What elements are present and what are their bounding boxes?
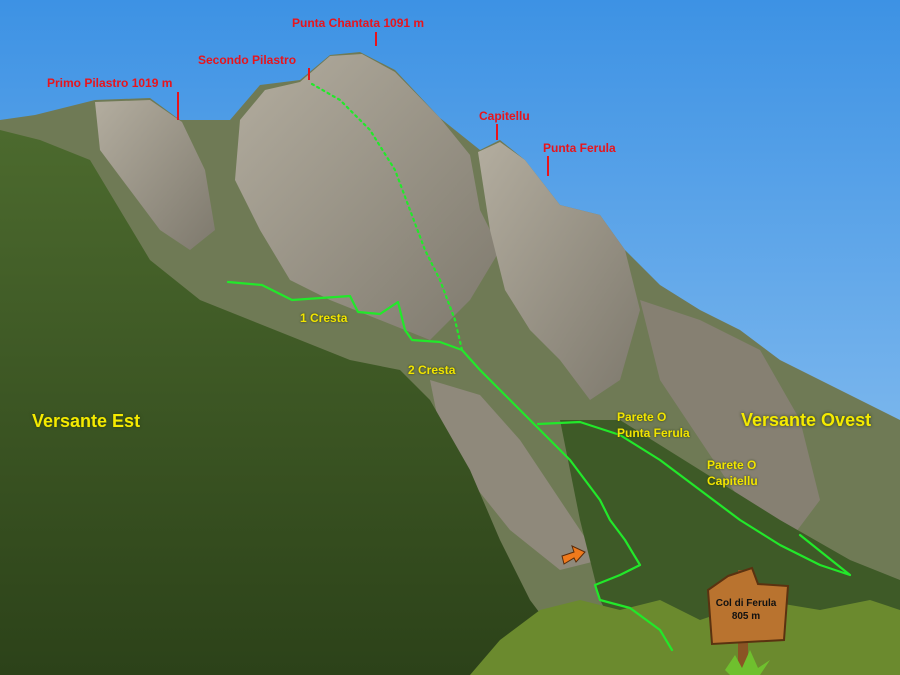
route-line-cresta: [226, 280, 674, 652]
signpost-text: Col di Ferula 805 m: [710, 585, 782, 637]
label-parete-capitellu-2: Capitellu: [707, 474, 758, 488]
sign-altitude: 805 m: [731, 611, 761, 622]
grass-tuft: [725, 650, 770, 675]
rock-slab-gully: [430, 380, 600, 570]
label-2-cresta: 2 Cresta: [408, 363, 456, 377]
label-capitellu: Capitellu: [479, 109, 530, 123]
arrow-icon: [561, 545, 586, 565]
label-punta-ferula: Punta Ferula: [543, 141, 616, 155]
signpost: [706, 566, 790, 675]
signpost-board: [706, 566, 790, 646]
pole-primo: [177, 92, 179, 120]
label-versante-ovest: Versante Ovest: [741, 410, 872, 430]
rock-slab-west: [640, 300, 820, 540]
pole-secondo: [308, 68, 310, 80]
label-punta-chantata: Punta Chantata 1091 m: [292, 16, 425, 30]
label-versante-est: Versante Est: [32, 411, 141, 431]
label-1-cresta: 1 Cresta: [300, 311, 348, 325]
label-parete-ferula-2: Punta Ferula: [617, 426, 690, 440]
route-line-parete-ferula: [536, 420, 852, 577]
vegetation-foreground: [470, 600, 900, 675]
route-line-summit-gully: [310, 82, 464, 352]
label-primo-pilastro: Primo Pilastro 1019 m: [47, 76, 173, 90]
pole-ferula: [547, 156, 549, 176]
rock-face-ferula: [478, 142, 640, 400]
rock-face-primo-pilastro: [95, 100, 215, 250]
pole-chantata: [375, 32, 377, 46]
route-lines: [226, 82, 852, 652]
label-secondo-pilastro: Secondo Pilastro: [198, 53, 297, 67]
sign-name: Col di Ferula: [715, 598, 777, 609]
label-parete-ferula-1: Parete O: [617, 410, 667, 424]
vegetation-east-slope: [0, 130, 600, 675]
pole-capitellu: [496, 124, 498, 140]
label-parete-capitellu-1: Parete O: [707, 458, 757, 472]
